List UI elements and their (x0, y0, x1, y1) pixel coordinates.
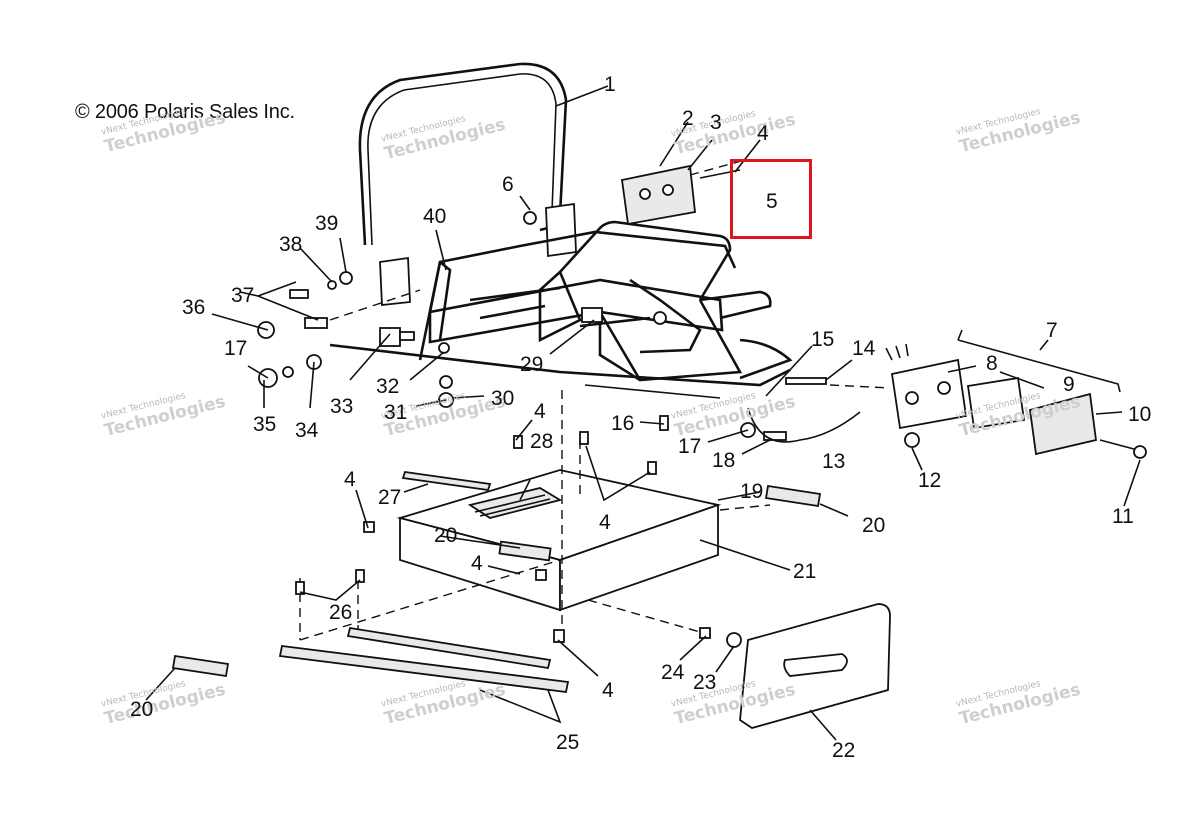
callout-14[interactable]: 14 (852, 337, 876, 360)
light-gasket (966, 376, 1026, 430)
callout-29[interactable]: 29 (520, 353, 544, 376)
callout-17[interactable]: 17 (224, 337, 248, 360)
callout-4[interactable]: 4 (757, 122, 769, 145)
tail-lens (1029, 392, 1097, 456)
callout-5[interactable]: 5 (766, 190, 778, 213)
callout-17[interactable]: 17 (678, 435, 702, 458)
decal-20-right (764, 484, 822, 508)
callout-30[interactable]: 30 (491, 387, 515, 410)
callout-22[interactable]: 22 (832, 739, 856, 762)
callout-23[interactable]: 23 (693, 671, 717, 694)
callout-20[interactable]: 20 (130, 698, 154, 721)
backrest (358, 62, 568, 246)
callout-2[interactable]: 2 (682, 107, 694, 130)
callout-12[interactable]: 12 (918, 469, 942, 492)
callout-13[interactable]: 13 (822, 450, 846, 473)
callout-10[interactable]: 10 (1128, 403, 1152, 426)
callout-24[interactable]: 24 (661, 661, 685, 684)
callout-4[interactable]: 4 (602, 679, 614, 702)
callout-31[interactable]: 31 (384, 401, 408, 424)
mount-bracket (620, 164, 696, 226)
callout-40[interactable]: 40 (423, 205, 447, 228)
callout-8[interactable]: 8 (986, 352, 998, 375)
copyright-notice: © 2006 Polaris Sales Inc. (75, 101, 295, 123)
decal-20-left (171, 654, 230, 678)
light-housing (890, 358, 968, 430)
callout-16[interactable]: 16 (611, 412, 635, 435)
callout-7[interactable]: 7 (1046, 319, 1058, 342)
storage-box (396, 469, 722, 612)
callout-28[interactable]: 28 (530, 430, 554, 453)
callout-25[interactable]: 25 (556, 731, 580, 754)
callout-35[interactable]: 35 (253, 413, 277, 436)
leader-lines (145, 195, 1141, 741)
fasteners (257, 211, 1147, 648)
callout-11[interactable]: 11 (1112, 505, 1134, 528)
runner-lower (278, 645, 570, 693)
callout-15[interactable]: 15 (811, 328, 835, 351)
callout-20[interactable]: 20 (862, 514, 886, 537)
callout-18[interactable]: 18 (712, 449, 736, 472)
callout-32[interactable]: 32 (376, 375, 400, 398)
callout-6[interactable]: 6 (502, 173, 514, 196)
callout-21[interactable]: 21 (793, 560, 817, 583)
callout-20[interactable]: 20 (434, 524, 458, 547)
callout-39[interactable]: 39 (315, 212, 339, 235)
callout-27[interactable]: 27 (378, 486, 402, 509)
callout-26[interactable]: 26 (329, 601, 353, 624)
highlight-box (730, 159, 812, 239)
callout-1[interactable]: 1 (604, 73, 616, 96)
callout-38[interactable]: 38 (279, 233, 303, 256)
callout-4[interactable]: 4 (534, 400, 546, 423)
callout-36[interactable]: 36 (182, 296, 206, 319)
callout-3[interactable]: 3 (710, 111, 722, 134)
callout-37[interactable]: 37 (231, 284, 255, 307)
callout-33[interactable]: 33 (330, 395, 354, 418)
callout-4[interactable]: 4 (344, 468, 356, 491)
rack-frame (329, 220, 793, 399)
backrest-bracket-left (379, 256, 411, 306)
rail-27 (401, 471, 492, 491)
backrest-bracket-right (545, 202, 577, 258)
callout-4[interactable]: 4 (471, 552, 483, 575)
callout-19[interactable]: 19 (740, 480, 764, 503)
callout-4[interactable]: 4 (599, 511, 611, 534)
callout-9[interactable]: 9 (1063, 373, 1075, 396)
callout-34[interactable]: 34 (295, 419, 319, 442)
runner-upper (346, 626, 552, 670)
